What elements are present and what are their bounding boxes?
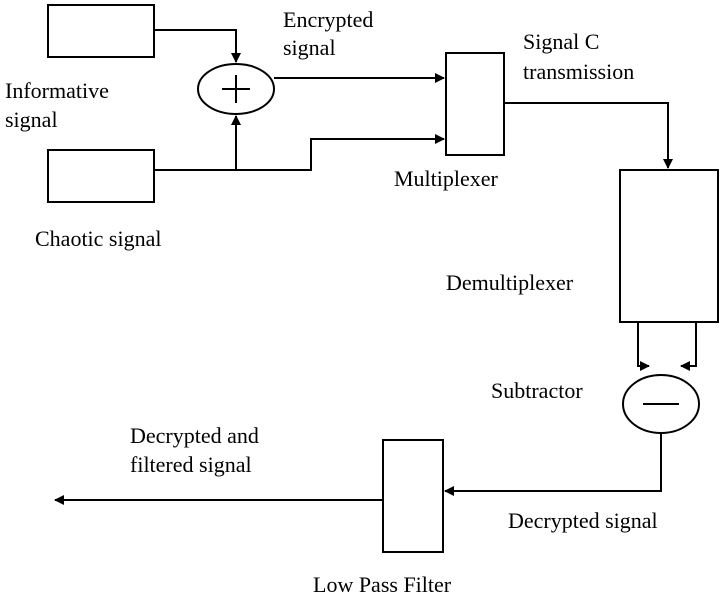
encrypted-signal-label: signal [283,35,336,60]
demultiplexer-block [619,169,719,323]
demultiplexer-label: Demultiplexer [446,270,574,295]
low-pass-filter-label: Low Pass Filter [313,572,452,597]
demux-to-subtractor-wire-left [637,322,650,371]
signal-c-transmission-label: Signal C [523,29,599,54]
low-pass-filter-block [382,439,444,553]
decrypted-signal-label: Decrypted signal [508,508,658,533]
informative-to-adder-wire [154,29,241,63]
chaotic-to-multiplexer-wire [236,134,445,171]
chaotic-signal-label: Chaotic signal [35,226,161,251]
signal-c-transmission-label: transmission [523,59,634,84]
subtractor-to-filter-wire [444,433,662,496]
demux-to-subtractor-wire-right [680,322,697,371]
chaotic-to-adder-wire [154,115,241,171]
chaotic-signal-block [47,149,155,203]
informative-signal-block [47,4,155,58]
informative-signal-label: signal [5,107,58,132]
informative-signal-label: Informative [5,78,109,103]
decrypted-filtered-signal-label: filtered signal [130,452,252,477]
decrypted-filtered-signal-label: Decrypted and [130,423,259,448]
multiplexer-block [445,52,505,156]
subtractor-label: Subtractor [491,378,583,403]
transmission-wire [504,102,673,169]
encrypted-signal-label: Encrypted [283,7,373,32]
multiplexer-label: Multiplexer [394,166,499,191]
